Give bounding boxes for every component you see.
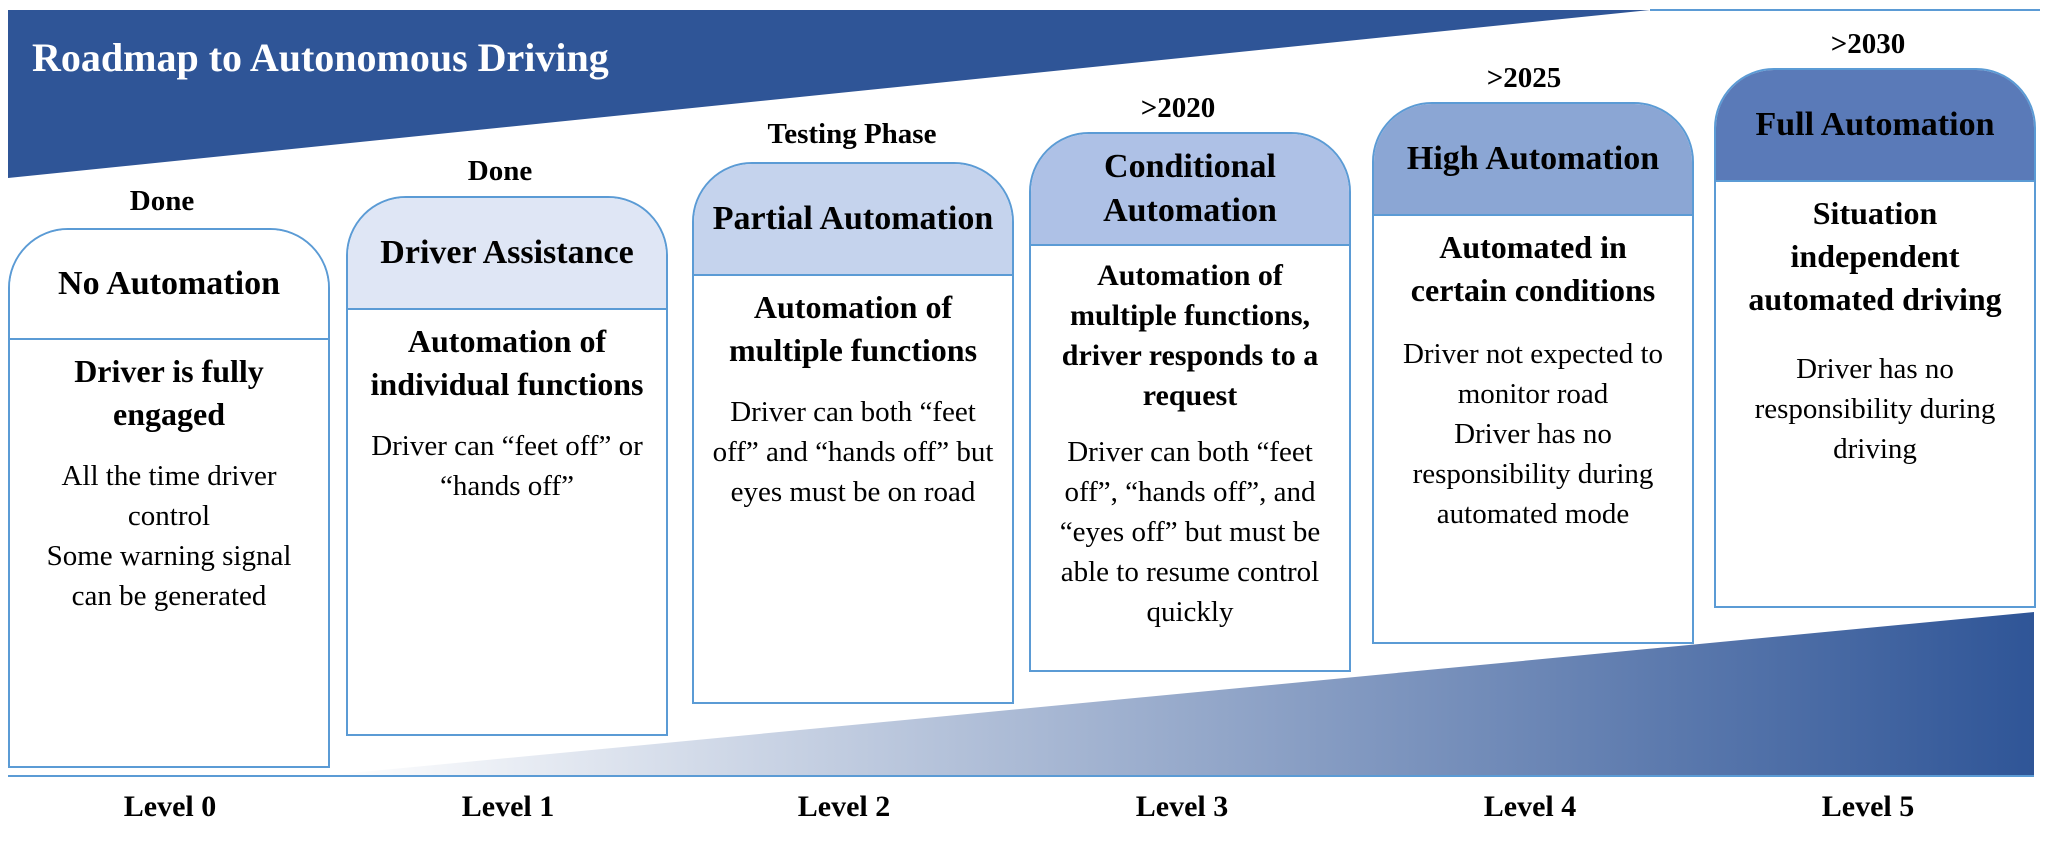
card-subheading: Automation of multiple functions (728, 289, 978, 368)
status-label: Done (129, 185, 195, 217)
status-label: >2030 (1830, 28, 1906, 60)
card-subheading: Automation of individual functions (370, 323, 644, 402)
card-description: Driver can “feet off” or “hands off” (371, 430, 643, 502)
status-label: Done (467, 155, 533, 187)
card-heading: Conditional Automation (1031, 134, 1349, 246)
card-subheading: Automation of multiple functions, driver… (1061, 259, 1319, 412)
level-card: Driver Assistance Automation of individu… (346, 196, 668, 736)
status-label: Testing Phase (767, 118, 937, 150)
card-heading: High Automation (1374, 104, 1692, 216)
level-label: Level 1 (461, 790, 555, 823)
card-heading: Partial Automation (694, 164, 1012, 276)
status-label: >2025 (1486, 62, 1562, 94)
card-heading: Driver Assistance (348, 198, 666, 310)
ramp-wedge (330, 612, 2034, 775)
level-card: No Automation Driver is fully engaged Al… (8, 228, 330, 768)
level-label: Level 2 (797, 790, 891, 823)
title-banner (8, 9, 2040, 178)
card-heading: Full Automation (1716, 70, 2034, 182)
card-body: Automation of multiple functions, driver… (1031, 246, 1349, 632)
level-label: Level 5 (1821, 790, 1915, 823)
card-heading: No Automation (10, 230, 328, 340)
card-subheading: Driver is fully engaged (74, 353, 264, 432)
level-label: Level 3 (1135, 790, 1229, 823)
page-title: Roadmap to Autonomous Driving (32, 35, 609, 80)
card-description: Driver can both “feet off”, “hands off”,… (1059, 436, 1321, 628)
card-body: Automation of multiple functions Driver … (694, 276, 1012, 512)
level-card: High Automation Automated in certain con… (1372, 102, 1694, 644)
card-description: Driver has no responsibility during driv… (1754, 353, 1996, 465)
level-card: Partial Automation Automation of multipl… (692, 162, 1014, 704)
card-body: Driver is fully engaged All the time dri… (10, 340, 328, 616)
level-label: Level 0 (123, 790, 217, 823)
card-body: Automated in certain conditions Driver n… (1374, 216, 1692, 534)
card-body: Situation independent automated driving … (1716, 182, 2034, 469)
card-subheading: Automated in certain conditions (1410, 229, 1656, 308)
card-subheading: Situation independent automated driving (1748, 195, 2002, 317)
level-card: Conditional Automation Automation of mul… (1029, 132, 1351, 672)
level-card: Full Automation Situation independent au… (1714, 68, 2036, 608)
level-label: Level 4 (1483, 790, 1577, 823)
card-body: Automation of individual functions Drive… (348, 310, 666, 506)
status-label: >2020 (1140, 92, 1216, 124)
card-description: Driver can both “feet off” and “hands of… (712, 396, 994, 508)
